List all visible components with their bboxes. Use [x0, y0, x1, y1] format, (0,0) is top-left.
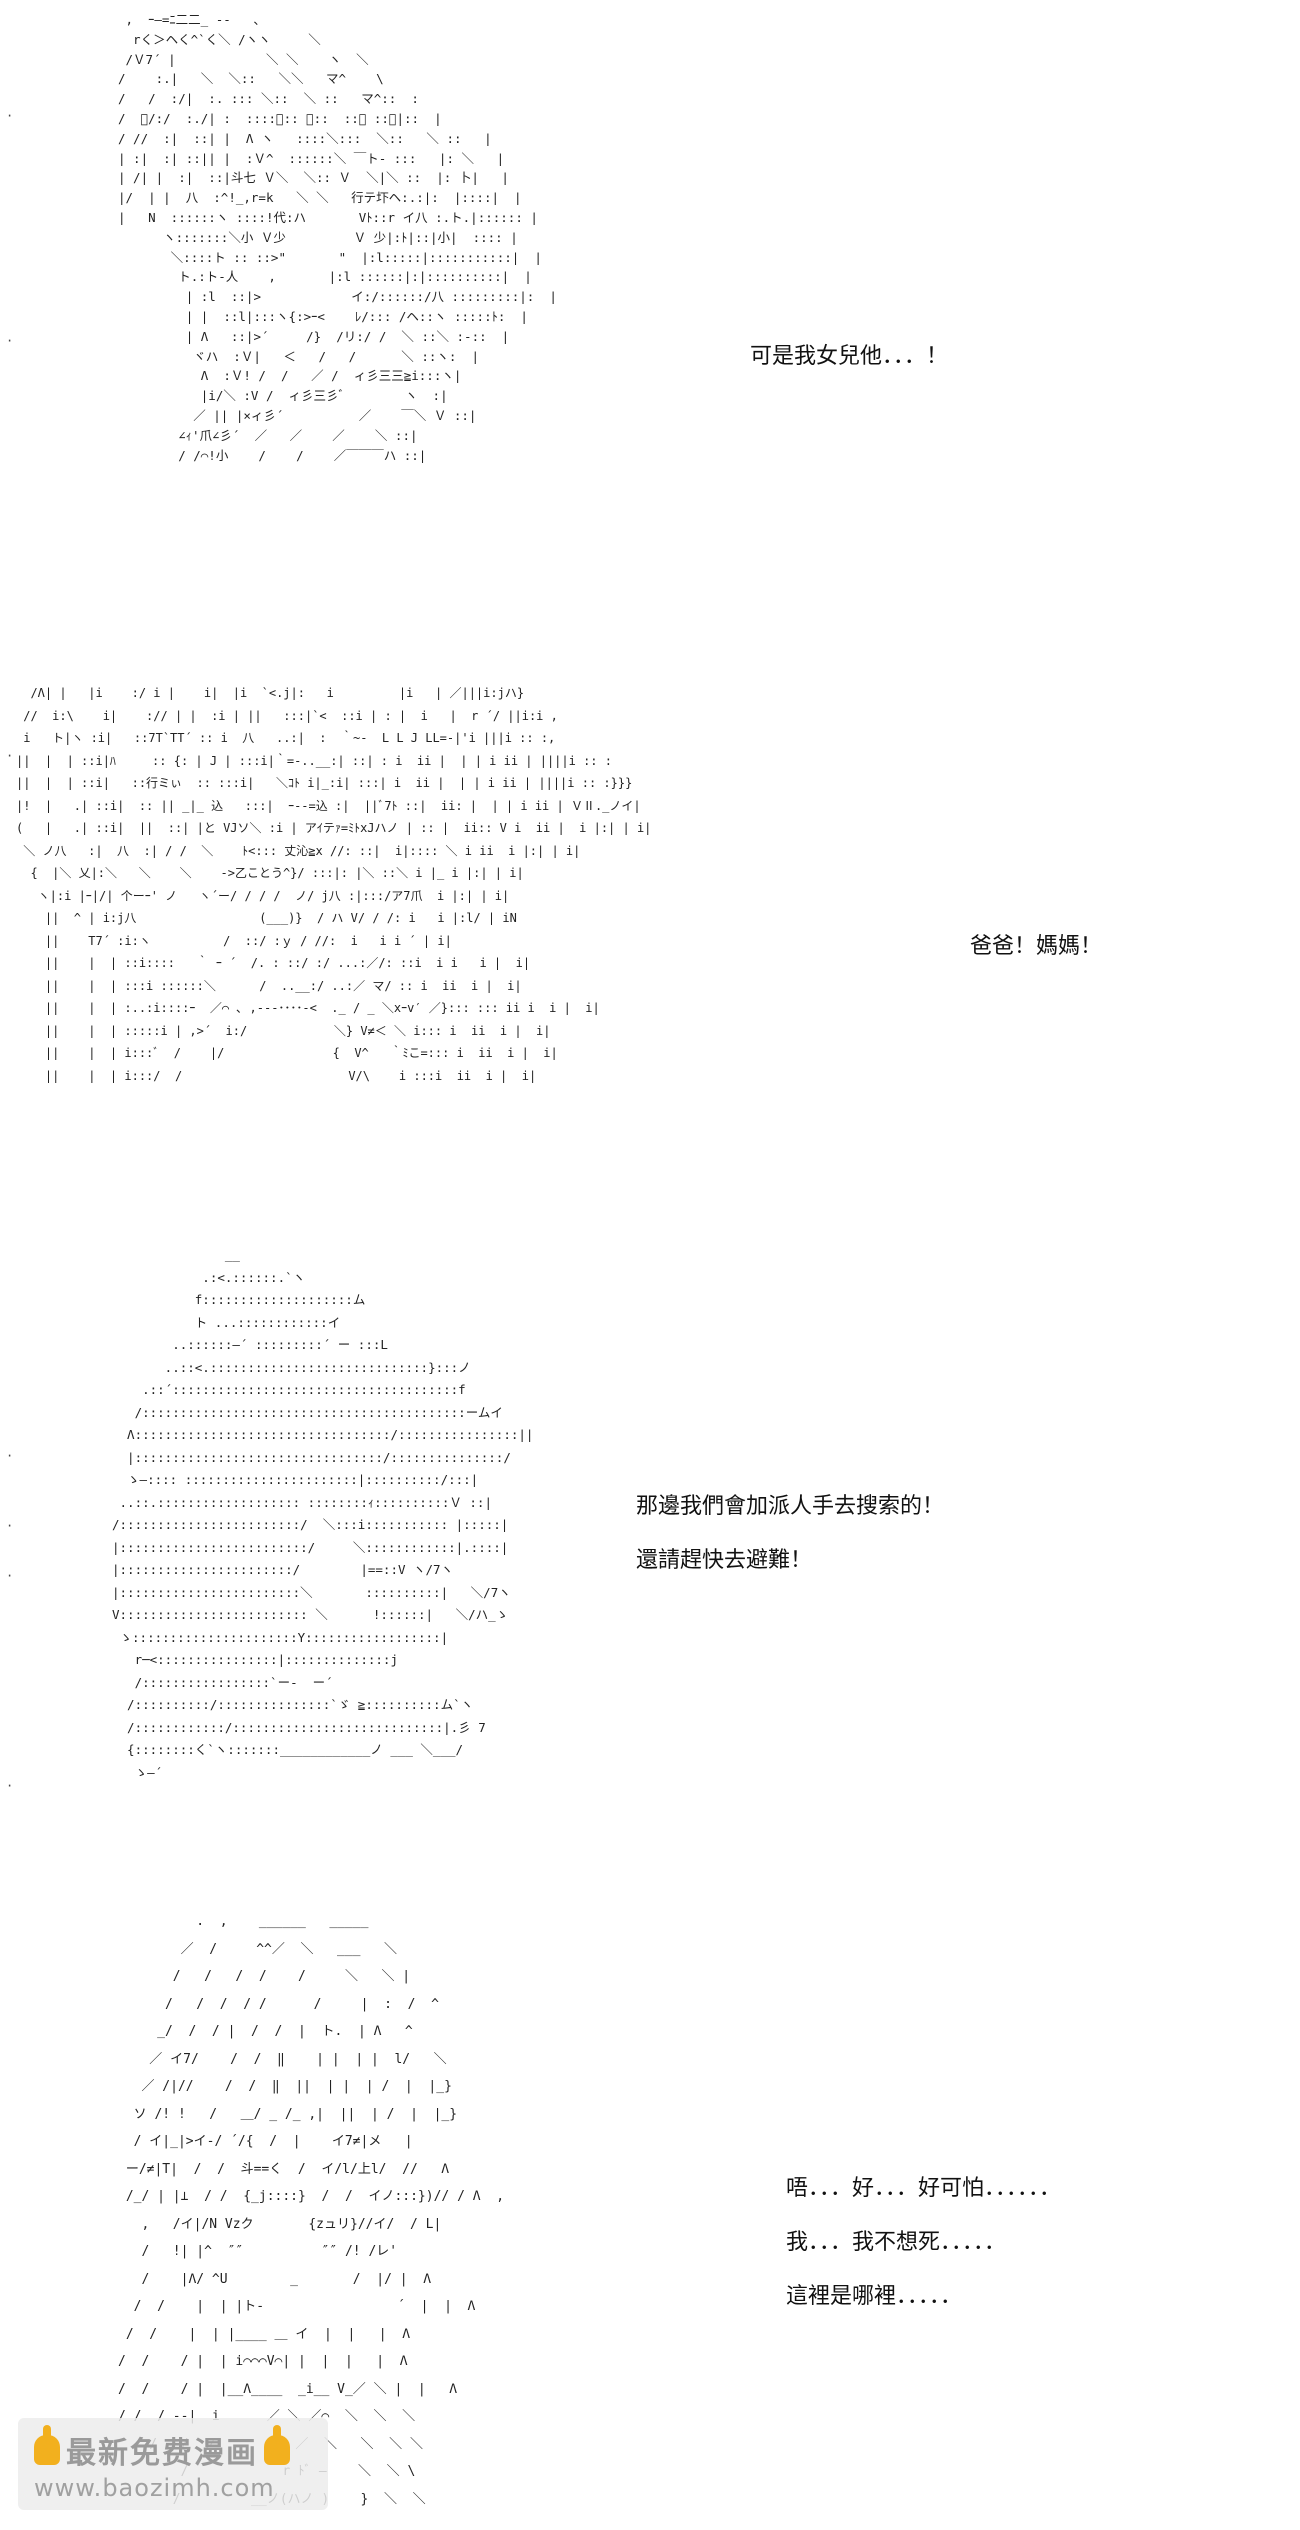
dialogue-panel-1: 可是我女兒他．．．！	[750, 330, 948, 384]
ascii-art-panel-3: __ .:<.::::::.`ヽ f::::::::::::::::::::ム …	[112, 1247, 534, 1780]
dialogue-line: 還請趕快去避難！	[636, 1548, 813, 1573]
dialogue-line: 爸爸！媽媽！	[970, 934, 1103, 959]
watermark-url-row: www.baozimh.com	[34, 2474, 275, 2502]
dialogue-line: 我．．．我不想死．．．．．	[786, 2230, 1007, 2255]
margin-dots: ·	[6, 1569, 14, 1583]
pointing-hand-icon	[34, 2425, 60, 2465]
watermark-title: 最新免费漫画	[66, 2436, 258, 2471]
ascii-art-panel-2: /Λ| | |i :/ i | i| |i `<.j|: i |i | ／|||…	[16, 686, 652, 1083]
margin-dots: ·	[6, 1449, 14, 1463]
margin-dots: ·	[6, 749, 14, 763]
watermark-title-row: 最新免费漫画	[34, 2425, 290, 2472]
watermark: 最新免费漫画 www.baozimh.com	[18, 2418, 328, 2510]
panel-1: , ｰ―=ﾆ二二_ -‐ 、 rく＞ヘく^`く＼ /ヽヽ ＼ /Ｖ7´ | ＼ …	[0, 0, 1300, 640]
dialogue-panel-4: 唔．．．好．．．好可怕．．．．．． 我．．．我不想死．．．．． 這裡是哪裡．．．…	[786, 2162, 1061, 2324]
margin-dots: ·	[6, 1519, 14, 1533]
panel-3: __ .:<.::::::.`ヽ f::::::::::::::::::::ム …	[0, 1220, 1300, 1860]
dialogue-panel-3: 那邊我們會加派人手去搜索的！ 還請趕快去避難！	[636, 1480, 944, 1588]
dialogue-panel-2: 爸爸！媽媽！	[970, 920, 1102, 974]
dialogue-line: 唔．．．好．．．好可怕．．．．．．	[786, 2176, 1062, 2201]
panel-2: /Λ| | |i :/ i | i| |i `<.j|: i |i | ／|||…	[0, 660, 1300, 1220]
margin-dots: ·	[6, 334, 14, 348]
margin-dots: ·	[6, 109, 14, 123]
watermark-url: www.baozimh.com	[34, 2474, 275, 2502]
dialogue-line: 這裡是哪裡．．．．．	[786, 2284, 963, 2309]
ascii-art-panel-1: , ｰ―=ﾆ二二_ -‐ 、 rく＞ヘく^`く＼ /ヽヽ ＼ /Ｖ7´ | ＼ …	[118, 12, 557, 463]
dialogue-line: 可是我女兒他．．．！	[750, 344, 949, 369]
pointing-hand-icon	[264, 2425, 290, 2465]
margin-dots: ·	[6, 1779, 14, 1793]
dialogue-line: 那邊我們會加派人手去搜索的！	[636, 1494, 945, 1519]
